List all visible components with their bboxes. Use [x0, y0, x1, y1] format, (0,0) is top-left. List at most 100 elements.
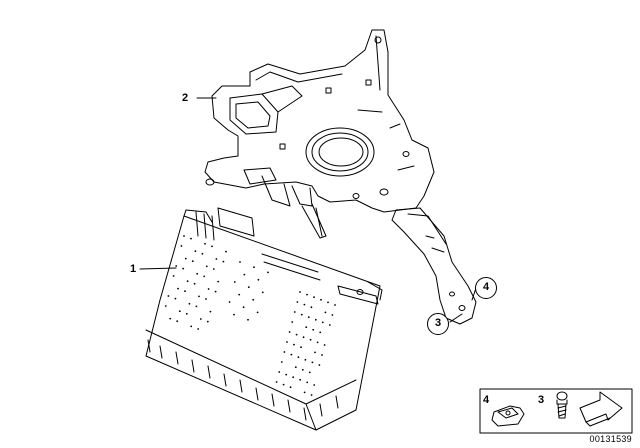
perforation-dot [207, 288, 210, 290]
perforation-dot [334, 304, 336, 306]
perforation-dot [203, 275, 206, 278]
perforation-dot [217, 280, 220, 283]
perforation-dot [256, 311, 259, 314]
leader-line-part3 [449, 313, 463, 323]
perforation-dot [313, 296, 315, 299]
callout-part-3: 3 [427, 313, 449, 335]
radio-surface-perforations [164, 235, 336, 396]
perforation-dot [176, 320, 179, 323]
perforation-dot [286, 341, 288, 343]
perforation-dot [184, 257, 187, 260]
callout-part-4: 4 [475, 277, 497, 299]
perforation-dot [257, 278, 260, 281]
perforation-dot [172, 275, 175, 277]
perforation-dot [267, 271, 269, 274]
perforation-dot [186, 280, 189, 283]
legend-label-3: 3 [538, 394, 545, 406]
callout-part-2: 2 [182, 92, 189, 104]
perforation-dot [211, 245, 213, 248]
perforation-dot [261, 291, 264, 294]
perforation-dot [306, 381, 309, 384]
perforation-dot [247, 286, 250, 289]
forward-arrow-icon [579, 391, 623, 427]
perforation-dot [167, 295, 170, 297]
perforation-dot [214, 290, 217, 293]
perforation-dot [307, 316, 310, 319]
perforation-dot [308, 371, 311, 374]
leader-line-part1 [139, 267, 177, 270]
perforation-dot [174, 297, 177, 300]
bracket-arm [391, 207, 477, 325]
perforation-dot [222, 260, 225, 263]
perforation-dot [190, 237, 192, 240]
perforation-dot [300, 346, 302, 349]
perforation-dot [204, 242, 206, 245]
perforation-dot [283, 351, 286, 353]
mounting-bracket [204, 29, 435, 239]
perforation-dot [316, 341, 319, 344]
perforation-dot [297, 356, 300, 359]
perforation-dot [243, 273, 246, 276]
legend-box [479, 388, 633, 434]
perforation-dot [197, 328, 200, 330]
perforation-dot [196, 272, 199, 275]
perforation-dot [310, 394, 313, 396]
perforation-dot [278, 371, 281, 373]
perforation-dot [289, 386, 292, 389]
perforation-dot [275, 381, 278, 383]
perforation-dot [314, 318, 317, 321]
perforation-dot [247, 318, 249, 321]
perforation-dot [313, 384, 316, 386]
perforation-dot [206, 320, 209, 323]
perforation-dot [318, 364, 321, 366]
perforation-dot [310, 306, 313, 309]
perforation-dot [194, 250, 197, 253]
perforation-dot [178, 310, 181, 313]
perforation-dot [321, 321, 324, 324]
perforation-dot [303, 391, 306, 394]
perforation-dot [169, 317, 172, 320]
clip-nut-icon [491, 405, 525, 427]
perforation-dot [292, 376, 295, 379]
perforation-dot [296, 301, 299, 303]
perforation-dot [177, 287, 179, 290]
perforation-dot [198, 295, 200, 298]
perforation-dot [193, 282, 196, 285]
perforation-dot [238, 293, 241, 296]
perforation-dot [319, 331, 322, 334]
perforation-dot [201, 252, 204, 255]
legend-label-4: 4 [483, 394, 490, 406]
perforation-dot [190, 325, 193, 328]
perforation-dot [184, 290, 186, 293]
perforation-dot [180, 245, 183, 247]
radio-unit [145, 207, 383, 431]
perforation-dot [321, 354, 323, 356]
perforation-dot [182, 267, 185, 270]
perforation-dot [253, 266, 255, 269]
perforation-dot [320, 298, 322, 301]
perforation-dot [309, 338, 312, 341]
perforation-dot [228, 301, 231, 303]
perforation-dot [191, 260, 194, 263]
perforation-dot [175, 265, 178, 267]
perforation-dot [324, 311, 327, 314]
perforation-dot [291, 321, 294, 323]
perforation-dot [301, 368, 304, 371]
perforation-dot [288, 331, 291, 333]
perforation-dot [293, 343, 295, 346]
screw-icon [556, 391, 568, 419]
perforation-dot [295, 333, 298, 336]
perforation-dot [312, 328, 315, 331]
perforation-dot [285, 373, 288, 376]
perforation-dot [215, 258, 218, 260]
perforation-dot [205, 265, 208, 268]
perforation-dot [188, 302, 191, 305]
perforation-dot [233, 281, 236, 283]
perforation-dot [304, 358, 307, 361]
perforation-dot [323, 344, 326, 346]
perforation-dot [185, 312, 188, 315]
perforation-dot [225, 250, 227, 253]
perforation-dot [164, 305, 167, 307]
perforation-dot [299, 378, 302, 381]
